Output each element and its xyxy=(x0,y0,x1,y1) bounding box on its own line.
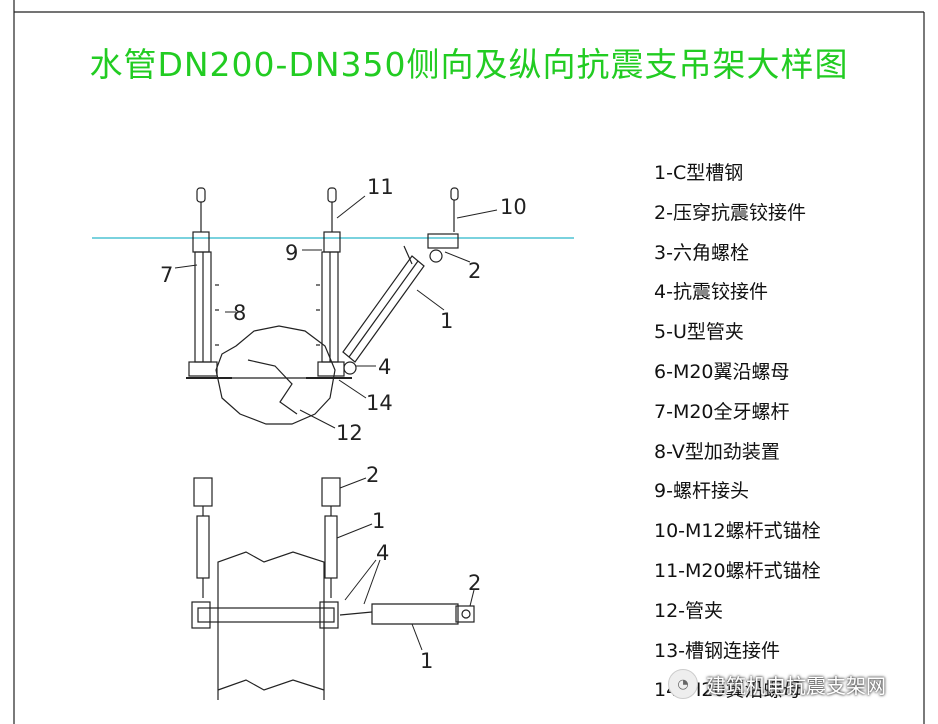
callouts-bottom: 2 1 4 2 1 xyxy=(366,463,481,673)
callout-12: 12 xyxy=(336,421,363,445)
leader-lines-bottom xyxy=(336,477,475,651)
legend-item: 11-M20螺杆式锚栓 xyxy=(654,559,821,582)
parts-legend: 1-C型槽钢 2-压穿抗震铰接件 3-六角螺栓 4-抗震铰接件 5-U型管夹 6… xyxy=(654,154,821,711)
legend-item: 2-压穿抗震铰接件 xyxy=(654,201,806,224)
callout-7: 7 xyxy=(160,263,173,287)
longitudinal-bracing-plan xyxy=(191,477,475,700)
callout-1: 1 xyxy=(440,309,453,333)
legend-item: 4-抗震铰接件 xyxy=(654,281,768,304)
watermark-text: 建筑机电抗震支架网 xyxy=(706,673,886,698)
leader-lines-top xyxy=(174,195,498,429)
legend-item: 6-M20翼沿螺母 xyxy=(654,360,790,383)
legend-item: 5-U型管夹 xyxy=(654,321,744,344)
callout-4: 4 xyxy=(378,355,391,379)
legend-item: 9-螺杆接头 xyxy=(654,480,749,503)
callout-11: 11 xyxy=(367,175,394,199)
watermark: ◔ 建筑机电抗震支架网 xyxy=(668,664,928,704)
callout-8: 8 xyxy=(233,301,246,325)
callouts-top: 7 8 9 11 10 2 1 4 14 12 xyxy=(160,175,527,445)
legend-item: 13-槽钢连接件 xyxy=(654,639,781,662)
callout-2-bottom: 2 xyxy=(366,463,379,487)
callout-1-bottom: 1 xyxy=(372,509,385,533)
callout-10: 10 xyxy=(500,195,527,219)
legend-item: 7-M20全牙螺杆 xyxy=(654,400,790,423)
callout-4-bottom: 4 xyxy=(376,541,389,565)
wechat-icon: ◔ xyxy=(668,669,698,699)
callout-2: 2 xyxy=(468,259,481,283)
legend-item: 3-六角螺栓 xyxy=(654,241,749,264)
callout-9: 9 xyxy=(285,241,298,265)
legend-item: 10-M12螺杆式锚栓 xyxy=(654,520,821,543)
legend-item: 8-V型加劲装置 xyxy=(654,440,780,463)
callout-14: 14 xyxy=(366,391,393,415)
drawing-title: 水管DN200-DN350侧向及纵向抗震支吊架大样图 xyxy=(89,45,849,84)
legend-item: 12-管夹 xyxy=(654,599,724,622)
legend-item: 1-C型槽钢 xyxy=(654,162,744,184)
lateral-bracing-elevation xyxy=(186,187,459,425)
callout-1-brace: 1 xyxy=(420,649,433,673)
callout-2-brace: 2 xyxy=(468,571,481,595)
